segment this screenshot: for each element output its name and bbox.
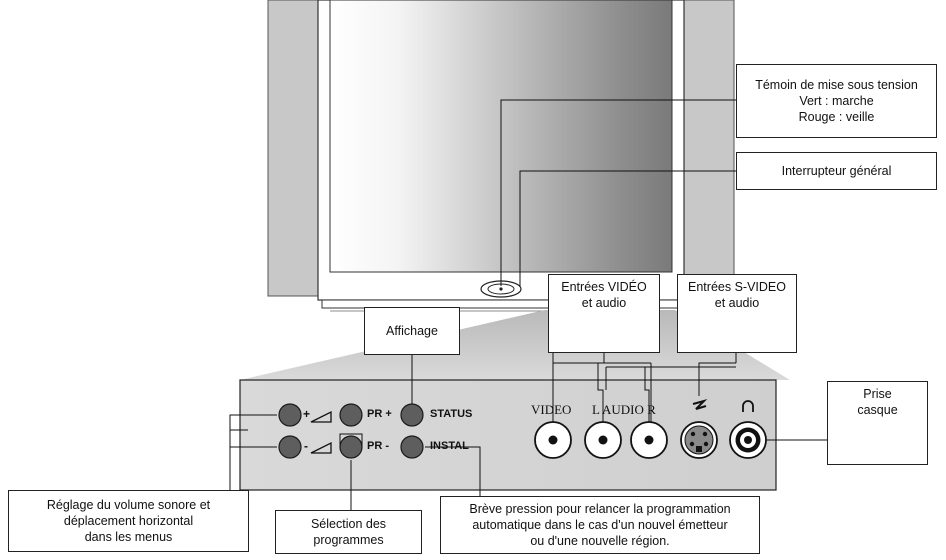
leader-power-indicator (500, 99, 736, 286)
leader-video-group (552, 353, 652, 422)
install-line3: ou d'une nouvelle région. (530, 534, 670, 548)
headphone-symbol-icon (742, 400, 754, 412)
volume-callout: Réglage du volume sonore et déplacement … (8, 490, 249, 552)
leader-programmes (339, 433, 363, 510)
pr-down-button[interactable] (339, 435, 363, 459)
volume-minus-label: - (304, 439, 308, 453)
status-button[interactable] (400, 403, 424, 427)
headphone-socket[interactable] (729, 421, 767, 459)
l-audio-r-label: L AUDIO R (592, 402, 656, 417)
programmes-line1: Sélection des (310, 517, 387, 531)
svideo-symbol-icon (692, 399, 708, 410)
volume-line3: dans les menus (84, 530, 173, 544)
volume-plus-label: + (303, 407, 311, 421)
programmes-callout: Sélection des programmes (275, 510, 422, 554)
volume-up-button[interactable] (278, 403, 302, 427)
power-indicator-red: Rouge : veille (798, 110, 875, 124)
leader-svideo-group (605, 353, 737, 422)
instal-label: INSTAL (430, 440, 469, 452)
power-indicator-led (499, 287, 503, 291)
audio-r-socket[interactable] (630, 421, 668, 459)
pr-plus-label: PR + (367, 408, 392, 420)
instal-button[interactable] (400, 435, 424, 459)
volume-wedge-icon-top (310, 410, 332, 423)
volume-wedge-icons (310, 410, 332, 454)
install-line2: automatique dans le cas d'un nouvel émet… (472, 518, 728, 532)
video-inputs-line1: Entrées VIDÉO (561, 280, 647, 294)
display-label: Affichage (386, 324, 438, 338)
power-switch[interactable] (480, 280, 522, 298)
display-callout: Affichage (364, 307, 460, 355)
svideo-inputs-line2: et audio (714, 296, 760, 310)
left-speaker (267, 0, 319, 297)
install-line1: Brève pression pour relancer la programm… (469, 502, 731, 516)
power-indicator-green: Vert : marche (799, 94, 874, 108)
leader-main-switch (519, 170, 736, 286)
main-switch-callout: Interrupteur général (736, 152, 937, 190)
video-inputs-line2: et audio (581, 296, 627, 310)
pr-up-button[interactable] (339, 403, 363, 427)
svideo-socket[interactable] (680, 421, 718, 459)
volume-line2: déplacement horizontal (63, 514, 194, 528)
volume-wedge-icon-bottom (310, 441, 332, 454)
leader-volume (229, 414, 277, 490)
headphone-callout: Prise casque (827, 381, 928, 465)
audio-l-socket[interactable] (584, 421, 622, 459)
programmes-line2: programmes (313, 533, 384, 547)
power-indicator-title: Témoin de mise sous tension (755, 78, 918, 92)
video-socket[interactable] (534, 421, 572, 459)
video-label: VIDEO (531, 402, 572, 417)
right-speaker (683, 0, 735, 297)
volume-line1: Réglage du volume sonore et (46, 498, 211, 512)
main-switch-label: Interrupteur général (781, 164, 892, 178)
install-callout: Brève pression pour relancer la programm… (440, 496, 760, 554)
headphone-line2: casque (857, 403, 898, 417)
power-indicator-callout: Témoin de mise sous tension Vert : march… (736, 64, 937, 138)
svideo-inputs-line1: Entrées S-VIDEO (688, 280, 786, 294)
status-label: STATUS (430, 408, 473, 420)
headphone-line1: Prise (863, 387, 892, 401)
video-inputs-callout: Entrées VIDÉO et audio (548, 274, 660, 353)
pr-minus-label: PR - (367, 440, 389, 452)
svideo-inputs-callout: Entrées S-VIDEO et audio (677, 274, 797, 353)
volume-down-button[interactable] (278, 435, 302, 459)
